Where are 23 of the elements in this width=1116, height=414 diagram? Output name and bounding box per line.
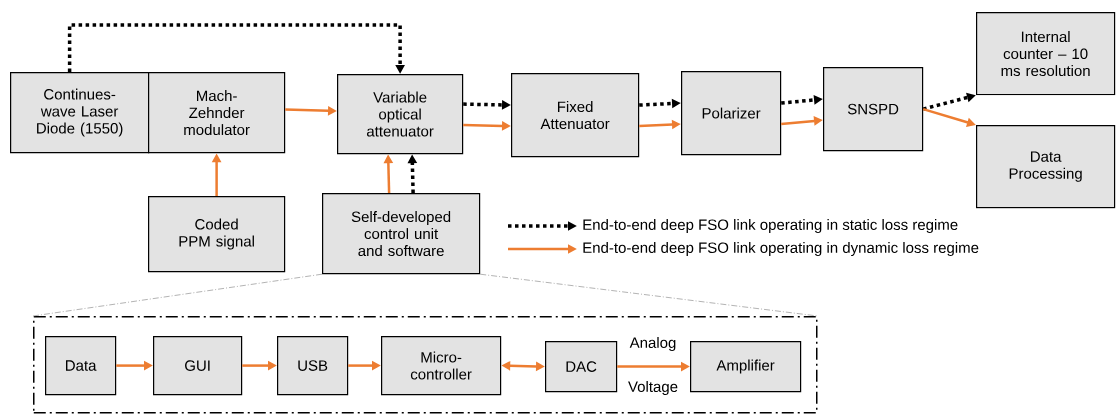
process-box: DAC bbox=[545, 341, 618, 393]
process-box: Data bbox=[45, 336, 117, 396]
legend-text: End-to-end deep FSO link operating in static loss regime bbox=[583, 219, 958, 233]
process-box: Self-developed control unit and software bbox=[322, 193, 481, 275]
process-box: Internal counter – 10 ms resolution bbox=[976, 12, 1116, 96]
process-box: Coded PPM signal bbox=[148, 196, 286, 273]
process-box: Fixed Attenuator bbox=[511, 73, 640, 158]
process-box: Variable optical attenuator bbox=[337, 74, 464, 155]
process-box: Amplifier bbox=[690, 341, 802, 393]
process-box: GUI bbox=[153, 336, 243, 396]
process-box: USB bbox=[277, 336, 349, 396]
dash-dot-frame bbox=[33, 316, 818, 414]
process-box: Micro-controller bbox=[381, 336, 502, 396]
legend-text: End-to-end deep FSO link operating in dynamic loss regime bbox=[583, 242, 979, 256]
signal-label: Analog bbox=[629, 337, 676, 351]
signal-label: Voltage bbox=[628, 381, 678, 395]
process-box: Polarizer bbox=[681, 71, 782, 156]
zoom-line bbox=[32, 273, 323, 317]
process-box: Mach-Zehnder modulator bbox=[148, 72, 286, 154]
zoom-line bbox=[479, 273, 818, 317]
process-box: Continues-wave Laser Diode (1550) bbox=[10, 72, 150, 154]
process-box: SNSPD bbox=[823, 67, 924, 152]
process-box: Data Processing bbox=[976, 125, 1116, 209]
